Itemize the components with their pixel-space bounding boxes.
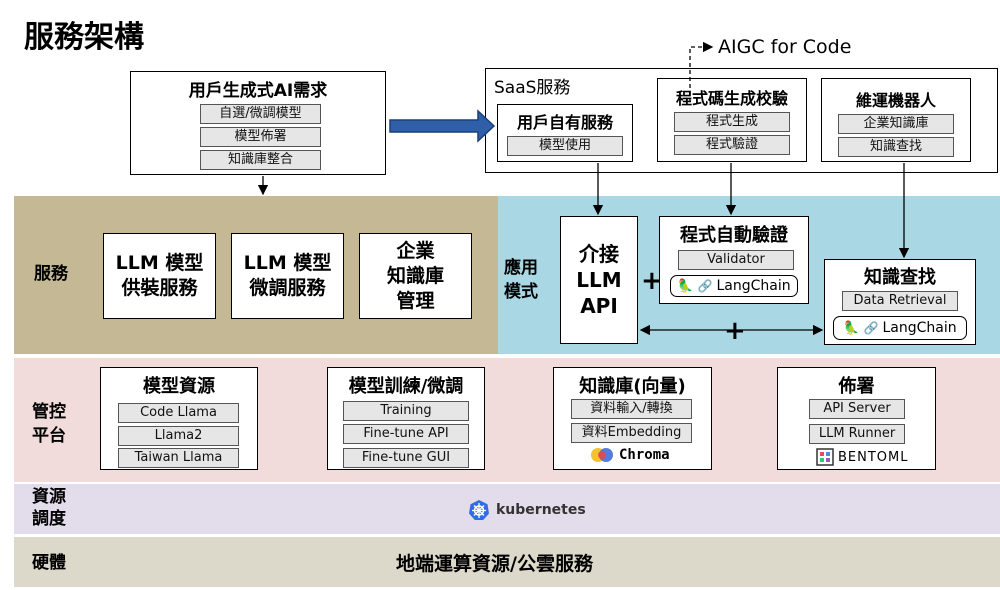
knowledge-search-title: 知識查找 bbox=[864, 267, 936, 288]
llm-api-line1: 介接 bbox=[579, 242, 619, 266]
saas-title: SaaS服務 bbox=[494, 78, 571, 98]
resource-scheduling-label: 資源調度 bbox=[32, 486, 72, 530]
llm-api-line2: LLM bbox=[576, 268, 622, 292]
llm-api-line3: API bbox=[580, 294, 618, 318]
bentoml-logo: BENTOML bbox=[816, 448, 909, 466]
page-title: 服務架構 bbox=[24, 20, 144, 55]
knowledge-search-box: 知識查找 Data Retrieval 🦜 🔗 LangChain bbox=[824, 259, 976, 345]
data-retrieval-chip: Data Retrieval bbox=[842, 291, 958, 311]
code-verify-box: 程式自動驗證 Validator 🦜 🔗 LangChain bbox=[659, 216, 809, 304]
bentoml-icon bbox=[816, 448, 834, 466]
llm-provision-box: LLM 模型 供裝服務 bbox=[103, 233, 216, 319]
aigc-label: AIGC for Code bbox=[718, 36, 852, 58]
validator-chip: Validator bbox=[678, 250, 794, 270]
own-service-title: 用戶自有服務 bbox=[516, 113, 613, 132]
ops-robot-item-2: 知識查找 bbox=[838, 137, 954, 157]
parrot-icon: 🦜 bbox=[843, 320, 860, 336]
code-gen-item-2: 程式驗證 bbox=[674, 135, 790, 155]
control-platform-label: 管控平台 bbox=[32, 400, 72, 448]
own-service-item-1: 模型使用 bbox=[507, 136, 623, 156]
llm-api-box: 介接 LLM API bbox=[560, 216, 638, 344]
user-need-item-1: 自選/微調模型 bbox=[200, 104, 321, 124]
hardware-band bbox=[14, 537, 1000, 587]
app-mode-text: 應用模式 bbox=[504, 258, 538, 302]
enterprise-kb-line1: 企業 bbox=[396, 239, 435, 262]
model-item-1: Code Llama bbox=[118, 403, 239, 423]
model-item-3: Taiwan Llama bbox=[118, 448, 239, 468]
training-title: 模型訓練/微調 bbox=[348, 376, 464, 397]
app-mode-layer-label: 應用模式 bbox=[504, 256, 544, 304]
chroma-logo: Chroma bbox=[590, 447, 670, 463]
user-needs-title: 用戶生成式AI需求 bbox=[188, 81, 328, 101]
hardware-text: 地端運算資源/公雲服務 bbox=[396, 553, 593, 575]
user-need-item-2: 模型佈署 bbox=[200, 127, 321, 147]
vector-kb-item-1: 資料輸入/轉換 bbox=[571, 399, 692, 419]
llm-finetune-box: LLM 模型 微調服務 bbox=[231, 233, 344, 319]
langchain-badge-1: 🦜 🔗 LangChain bbox=[670, 275, 798, 297]
resource-band bbox=[14, 484, 1000, 534]
langchain-badge-2: 🦜 🔗 LangChain bbox=[833, 316, 967, 340]
deploy-item-1: API Server bbox=[809, 399, 905, 419]
kubernetes-logo: kubernetes bbox=[468, 499, 586, 521]
kubernetes-icon bbox=[469, 500, 489, 520]
training-box: 模型訓練/微調 Training Fine-tune API Fine-tune… bbox=[327, 367, 485, 470]
bentoml-text: BENTOML bbox=[838, 449, 909, 465]
code-gen-title: 程式碼生成校驗 bbox=[675, 89, 788, 108]
llm-provision-line2: 供裝服務 bbox=[121, 277, 198, 299]
service-layer-label: 服務 bbox=[34, 264, 68, 284]
model-resources-title: 模型資源 bbox=[143, 376, 215, 397]
kubernetes-text: kubernetes bbox=[496, 502, 586, 518]
langchain-label-2: LangChain bbox=[882, 320, 957, 336]
enterprise-kb-box: 企業 知識庫 管理 bbox=[359, 233, 472, 319]
big-blue-arrow bbox=[389, 109, 496, 143]
training-item-3: Fine-tune GUI bbox=[343, 448, 469, 468]
deploy-box: 佈署 API Server LLM Runner BENTOML bbox=[777, 367, 936, 470]
vector-kb-title: 知識庫(向量) bbox=[579, 376, 686, 397]
resource-scheduling-text: 資源調度 bbox=[32, 487, 66, 529]
llm-provision-line1: LLM 模型 bbox=[115, 252, 204, 274]
model-resources-box: 模型資源 Code Llama Llama2 Taiwan Llama bbox=[100, 367, 258, 470]
enterprise-kb-line3: 管理 bbox=[396, 289, 435, 312]
parrot-icon: 🦜 bbox=[677, 278, 694, 294]
ops-robot-box: 維運機器人 企業知識庫 知識查找 bbox=[821, 78, 971, 162]
llm-finetune-line1: LLM 模型 bbox=[243, 252, 332, 274]
chroma-logo-icon bbox=[591, 448, 613, 462]
enterprise-kb-line2: 知識庫 bbox=[386, 264, 444, 287]
ops-robot-item-1: 企業知識庫 bbox=[838, 114, 954, 134]
deploy-item-2: LLM Runner bbox=[809, 424, 905, 444]
user-need-item-3: 知識庫整合 bbox=[200, 150, 321, 170]
control-platform-text: 管控平台 bbox=[32, 402, 66, 446]
code-gen-item-1: 程式生成 bbox=[674, 112, 790, 132]
model-item-2: Llama2 bbox=[118, 426, 239, 446]
vector-kb-item-2: 資料Embedding bbox=[571, 423, 692, 443]
chain-link-icon: 🔗 bbox=[697, 279, 713, 293]
llm-finetune-line2: 微調服務 bbox=[249, 277, 326, 299]
training-item-2: Fine-tune API bbox=[343, 424, 469, 444]
code-verify-title: 程式自動驗證 bbox=[680, 225, 788, 246]
chroma-logo-text: Chroma bbox=[619, 447, 670, 463]
langchain-label-1: LangChain bbox=[716, 278, 791, 294]
deploy-title: 佈署 bbox=[838, 376, 875, 397]
plus-sign-1: + bbox=[641, 266, 663, 296]
chain-link-icon: 🔗 bbox=[863, 321, 879, 335]
hardware-layer-label: 硬體 bbox=[32, 553, 66, 573]
vector-kb-box: 知識庫(向量) 資料輸入/轉換 資料Embedding Chroma bbox=[553, 367, 712, 470]
aigc-dashed-arrow bbox=[689, 41, 714, 102]
user-needs-box: 用戶生成式AI需求 自選/微調模型 模型佈署 知識庫整合 bbox=[130, 71, 386, 175]
training-item-1: Training bbox=[343, 401, 469, 421]
code-gen-box: 程式碼生成校驗 程式生成 程式驗證 bbox=[657, 78, 807, 162]
own-service-box: 用戶自有服務 模型使用 bbox=[497, 104, 633, 162]
ops-robot-title: 維運機器人 bbox=[855, 91, 936, 110]
